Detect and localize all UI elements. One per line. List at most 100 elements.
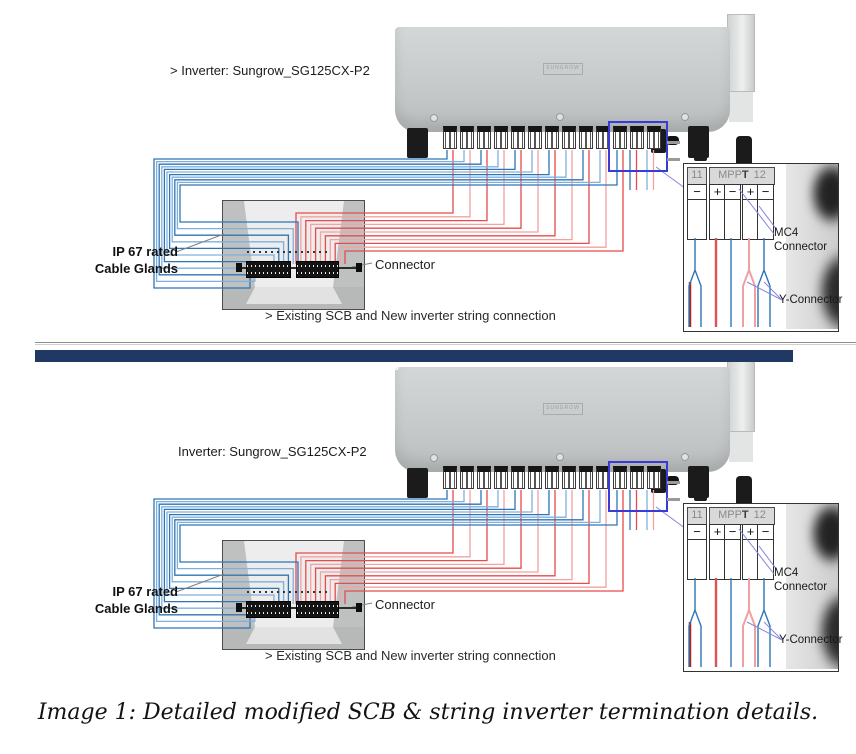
terminal-sign: −: [758, 185, 773, 200]
mc4-connector-label: MC4 Connector: [774, 566, 827, 595]
mounting-foot: [407, 468, 428, 498]
terminal-block: [296, 261, 339, 278]
highlight-box: [608, 121, 668, 172]
mc4-line2: Connector: [774, 581, 828, 594]
photo-blur: [786, 164, 838, 329]
y-connector-label: Y-Connector: [779, 294, 843, 306]
cable-gland-label: IP 67 rated Cable Glands: [78, 583, 178, 617]
scale-text: SCALE 1: 50: [336, 362, 400, 373]
cable-gland-label: IP 67 rated Cable Glands: [78, 243, 178, 277]
ip-rating-line2: Cable Glands: [94, 601, 178, 616]
tiny-label-smudge: [667, 141, 680, 144]
inverter-label: Inverter: Sungrow_SG125CX-P2: [178, 444, 367, 459]
screw-icon: [430, 114, 438, 122]
screw-icon: [681, 453, 689, 461]
connector-plug: [694, 135, 707, 161]
terminal-cell: −: [724, 524, 741, 580]
inverter-label: > Inverter: Sungrow_SG125CX-P2: [170, 63, 370, 78]
connector-label: Connector: [375, 597, 435, 612]
terminal-sign: −: [725, 525, 740, 540]
inverter-side-panel: [727, 14, 755, 92]
mppt-12-header: MPPT 12: [709, 507, 775, 525]
rail-end-tab: [356, 603, 362, 612]
port-11-header: 11: [687, 507, 707, 525]
mc4-line1: MC4: [774, 227, 799, 239]
screw-icon: [556, 453, 564, 461]
figure-bottom: Inverter: Sungrow_SG125CX-P2 SUNGROW IP …: [0, 340, 856, 680]
scb-base-inner: [246, 627, 342, 644]
tiny-label-smudge: [667, 158, 680, 161]
mppt-number: 12: [753, 169, 766, 181]
scb-caption: > Existing SCB and New inverter string c…: [265, 308, 556, 323]
mppt-bold: T: [741, 169, 749, 181]
terminal-sign: −: [688, 185, 706, 200]
terminal-cell: −: [687, 524, 707, 580]
string-wiring-svg: [153, 490, 690, 629]
image-caption: Image 1: Detailed modified SCB & string …: [37, 700, 819, 725]
terminal-sign: −: [758, 525, 773, 540]
terminal-sign: +: [743, 185, 758, 200]
highlight-box: [608, 461, 668, 512]
terminal-cell: −: [724, 184, 741, 240]
mc4-line1: MC4: [774, 567, 799, 579]
mc4-connector-label: MC4 Connector: [774, 226, 827, 255]
screw-terminal-dots: [247, 251, 331, 253]
mc4-terminal-row: [443, 126, 664, 149]
rail-end-tab: [356, 263, 362, 272]
figure-top: > Inverter: Sungrow_SG125CX-P2 SUNGROW I…: [0, 0, 856, 340]
mppt-prefix: MPP: [718, 169, 742, 181]
screw-icon: [556, 113, 564, 121]
string-wiring-svg: [153, 150, 690, 289]
separator-line: [35, 342, 856, 343]
scb-base-inner: [246, 287, 342, 304]
inverter-side-panel-lower: [729, 92, 753, 122]
sungrow-logo: SUNGROW: [543, 403, 583, 415]
sungrow-logo: SUNGROW: [543, 63, 583, 75]
rail-end-tab: [236, 603, 242, 612]
mppt-prefix: MPP: [718, 509, 742, 521]
separator-dash: -: [323, 362, 327, 373]
ip-rating-line1: IP 67 rated: [112, 244, 178, 259]
mc4-line2: Connector: [774, 241, 828, 254]
terminal-block: [246, 261, 291, 278]
mppt-number: 12: [753, 509, 766, 521]
scb-caption: > Existing SCB and New inverter string c…: [265, 648, 556, 663]
rail-end-tab: [236, 263, 242, 272]
connector-plug: [694, 475, 707, 501]
inverter-side-panel-lower: [729, 432, 753, 462]
photo-blur: [786, 504, 838, 669]
terminal-sign: +: [743, 525, 758, 540]
connector-label: Connector: [375, 257, 435, 272]
tiny-label-smudge: [667, 498, 680, 501]
knob-icon: [666, 476, 679, 485]
mc4-terminal-row: [443, 466, 664, 489]
screw-terminal-dots: [247, 591, 331, 593]
terminal-block: [296, 601, 339, 618]
scb-box: [222, 200, 365, 310]
mounting-foot: [407, 128, 428, 158]
detail-callout-panel: 11 MPPT 12 − + − + − MC4 Connector Y-Conn…: [683, 503, 843, 672]
terminal-sign: +: [710, 525, 725, 540]
detail-wires-svg: [688, 528, 783, 667]
ip-rating-line1: IP 67 rated: [112, 584, 178, 599]
top-view-bar: TOP VIEW-SCALE 1: 50: [35, 350, 793, 373]
detail-wires-svg: [688, 188, 783, 327]
terminal-cell: −: [687, 184, 707, 240]
y-connector-label: Y-Connector: [779, 634, 843, 646]
terminal-sign: +: [710, 185, 725, 200]
terminal-sign: −: [725, 185, 740, 200]
knob-icon: [666, 136, 679, 145]
terminal-sign: −: [688, 525, 706, 540]
top-view-text: TOP VIEW: [262, 362, 314, 373]
top-view-scale-label: TOP VIEW-SCALE 1: 50: [245, 350, 405, 386]
screw-icon: [681, 113, 689, 121]
tiny-label-smudge: [667, 481, 680, 484]
terminal-block: [246, 601, 291, 618]
mppt-bold: T: [741, 509, 749, 521]
mppt-12-header: MPPT 12: [709, 167, 775, 185]
photo-blob: [786, 504, 838, 669]
photo-blob: [786, 164, 838, 329]
screw-icon: [430, 454, 438, 462]
